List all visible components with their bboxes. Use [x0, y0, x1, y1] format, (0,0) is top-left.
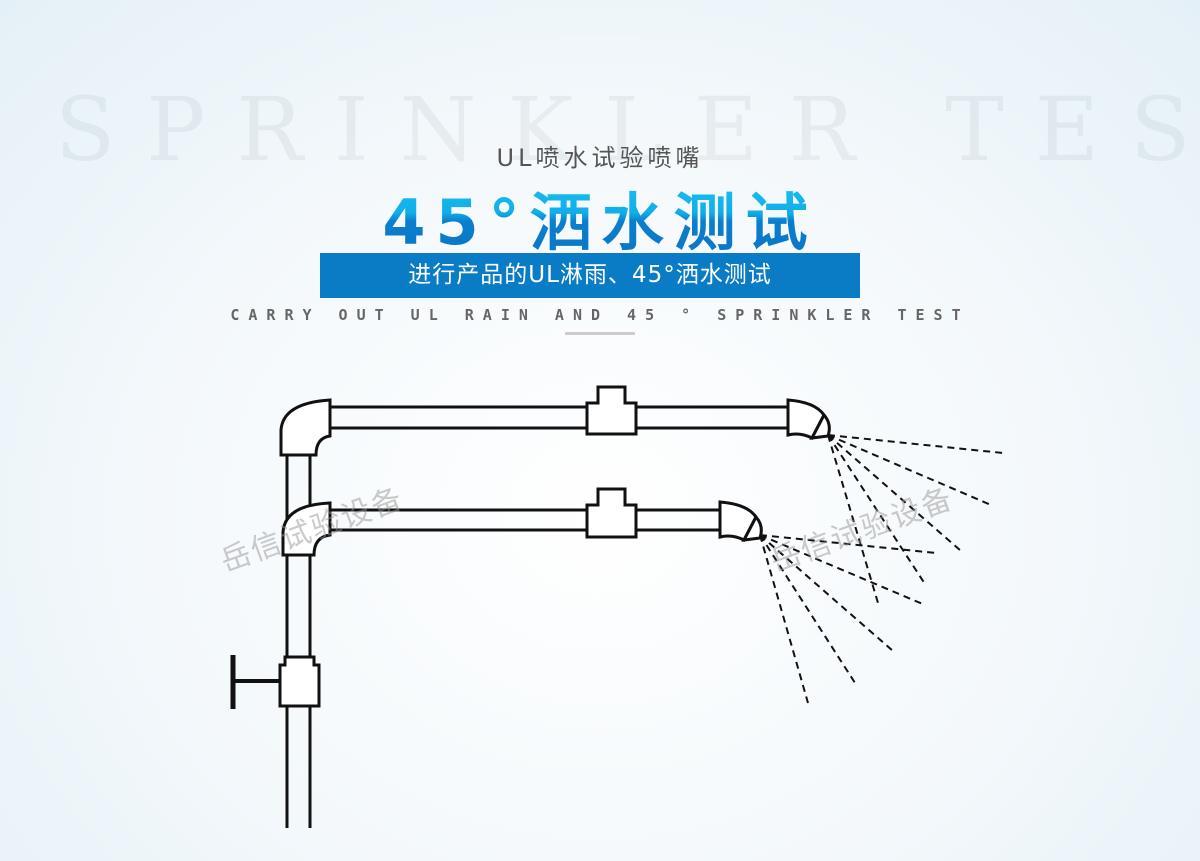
subtitle: UL喷水试验喷嘴 [496, 144, 704, 172]
top-elbow [279, 398, 332, 457]
top-pipe [330, 405, 788, 430]
main-title: 45°洒水测试 [0, 172, 1200, 262]
background-watermark-text: SPRINKLER TEST [55, 78, 1200, 181]
top-spray-lines [827, 434, 1004, 604]
middle-tee [585, 487, 638, 539]
caption-underline [565, 332, 635, 335]
valve-tee [278, 655, 321, 708]
valve-handle [230, 655, 280, 709]
middle-pipe [330, 508, 720, 532]
middle-spray-lines [759, 534, 937, 704]
title-banner: 进行产品的UL淋雨、45°洒水测试 [320, 253, 860, 298]
top-tee [585, 385, 638, 436]
english-caption: CARRY OUT UL RAIN AND 45 ° SPRINKLER TES… [230, 306, 970, 324]
middle-elbow [281, 501, 332, 557]
